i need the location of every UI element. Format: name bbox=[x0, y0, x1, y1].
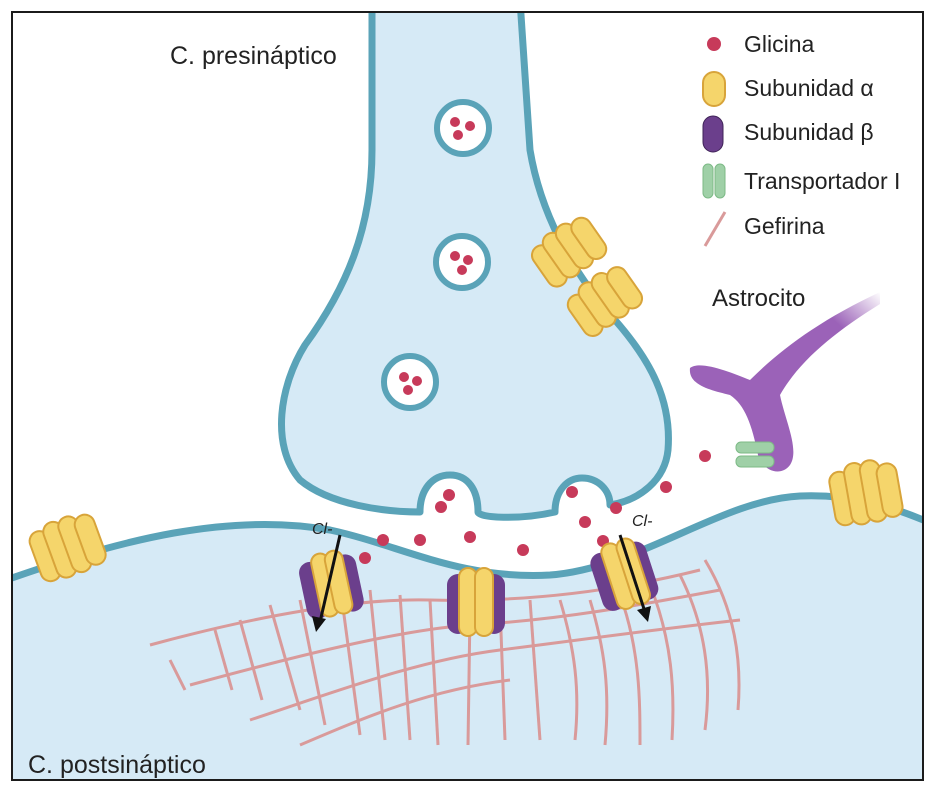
heteromeric-receptor-center bbox=[447, 568, 505, 636]
synaptic-vesicle bbox=[437, 102, 489, 154]
presynaptic-label: C. presináptico bbox=[170, 42, 337, 70]
postsynaptic-label: C. postsináptico bbox=[28, 751, 206, 779]
legend-label-beta: Subunidad β bbox=[744, 119, 874, 145]
legend-label-glycine: Glicina bbox=[744, 31, 815, 57]
glycine-receptor bbox=[827, 456, 905, 529]
legend-label-transporter: Transportador I bbox=[744, 168, 900, 194]
legend-label-alpha: Subunidad α bbox=[744, 75, 874, 101]
synaptic-vesicle bbox=[384, 356, 436, 408]
synaptic-vesicle bbox=[436, 236, 488, 288]
alpha-subunit-icon bbox=[703, 72, 725, 106]
fusing-vesicle bbox=[435, 489, 455, 513]
chloride-label-left: Cl- bbox=[312, 521, 332, 538]
beta-subunit-icon bbox=[703, 116, 723, 152]
legend-label-gephyrin: Gefirina bbox=[744, 213, 825, 239]
legend: Glicina Subunidad α Subunidad β Transpor… bbox=[703, 31, 900, 246]
transporter-icon bbox=[703, 164, 725, 198]
astrocyte-label: Astrocito bbox=[712, 285, 805, 312]
fusing-vesicle bbox=[566, 486, 578, 498]
glycine-dot-icon bbox=[707, 37, 721, 51]
astrocyte-process bbox=[690, 292, 880, 472]
chloride-label-right: Cl- bbox=[632, 513, 652, 530]
gephyrin-line-icon bbox=[705, 212, 725, 246]
